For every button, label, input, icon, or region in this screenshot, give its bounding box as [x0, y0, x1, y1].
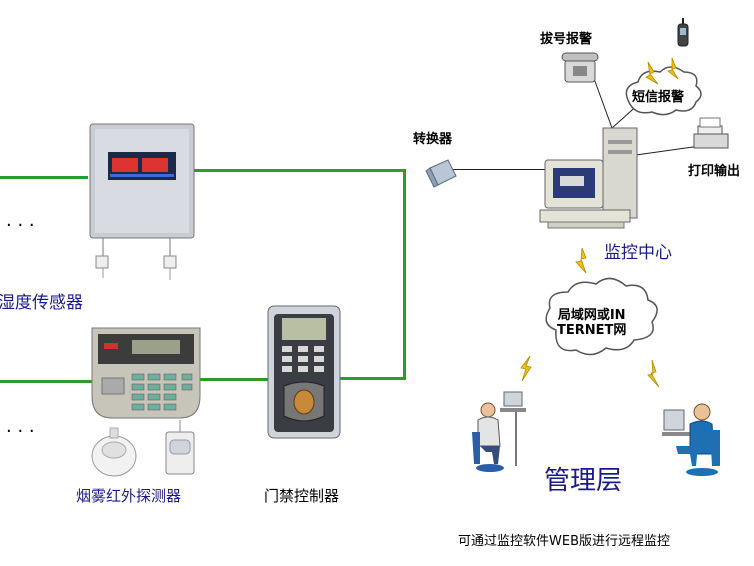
converter-icon [425, 159, 457, 188]
converter-label: 转换器 [413, 132, 453, 147]
sms-alarm-label: 短信报警 [632, 90, 685, 105]
computer-icon [539, 127, 638, 229]
lightning-icon [645, 61, 659, 85]
dial-alarm-label: 拔号报警 [540, 32, 593, 47]
network-label: 局域网或IN TERNET网 [557, 308, 627, 338]
bus-line-bottom-right [340, 377, 406, 380]
smoke-ir-detector-label: 烟雾红外探测器 [76, 487, 182, 505]
converter-wire [453, 169, 545, 170]
person-at-desk-icon [472, 391, 526, 472]
bus-line-bottom-mid [200, 378, 270, 381]
sensor-panel-icon [89, 123, 195, 280]
lightning-icon [647, 359, 660, 388]
ir-detector-icon [165, 420, 195, 475]
mobile-phone-icon [677, 18, 689, 47]
bus-line-vertical [403, 169, 406, 379]
bus-line-bottom-left [0, 380, 92, 383]
management-layer-label: 管理层 [544, 466, 623, 496]
lightning-icon [667, 57, 679, 80]
telephone-icon [561, 52, 599, 83]
monitor-center-label: 监控中心 [604, 243, 672, 263]
cloud-icon [545, 277, 658, 356]
access-control-icon [267, 305, 341, 439]
alarm-keypad-icon [91, 327, 201, 419]
bus-line-top-right [193, 169, 405, 172]
lightning-icon [575, 247, 587, 274]
print-output-label: 打印输出 [688, 164, 741, 179]
smoke-detector-icon [91, 427, 137, 477]
access-controller-label: 门禁控制器 [264, 487, 340, 505]
cloud-icon [625, 66, 702, 116]
ellipsis-top: . . . [6, 210, 35, 231]
bus-line-top-left [0, 176, 88, 179]
remote-monitoring-note: 可通过监控软件WEB版进行远程监控 [458, 534, 670, 549]
ellipsis-bottom: . . . [6, 416, 35, 437]
person-at-desk-icon [662, 403, 720, 476]
temp-humidity-sensor-label: 湿度传感器 [0, 293, 83, 313]
printer-icon [693, 117, 729, 149]
lightning-icon [520, 355, 532, 382]
